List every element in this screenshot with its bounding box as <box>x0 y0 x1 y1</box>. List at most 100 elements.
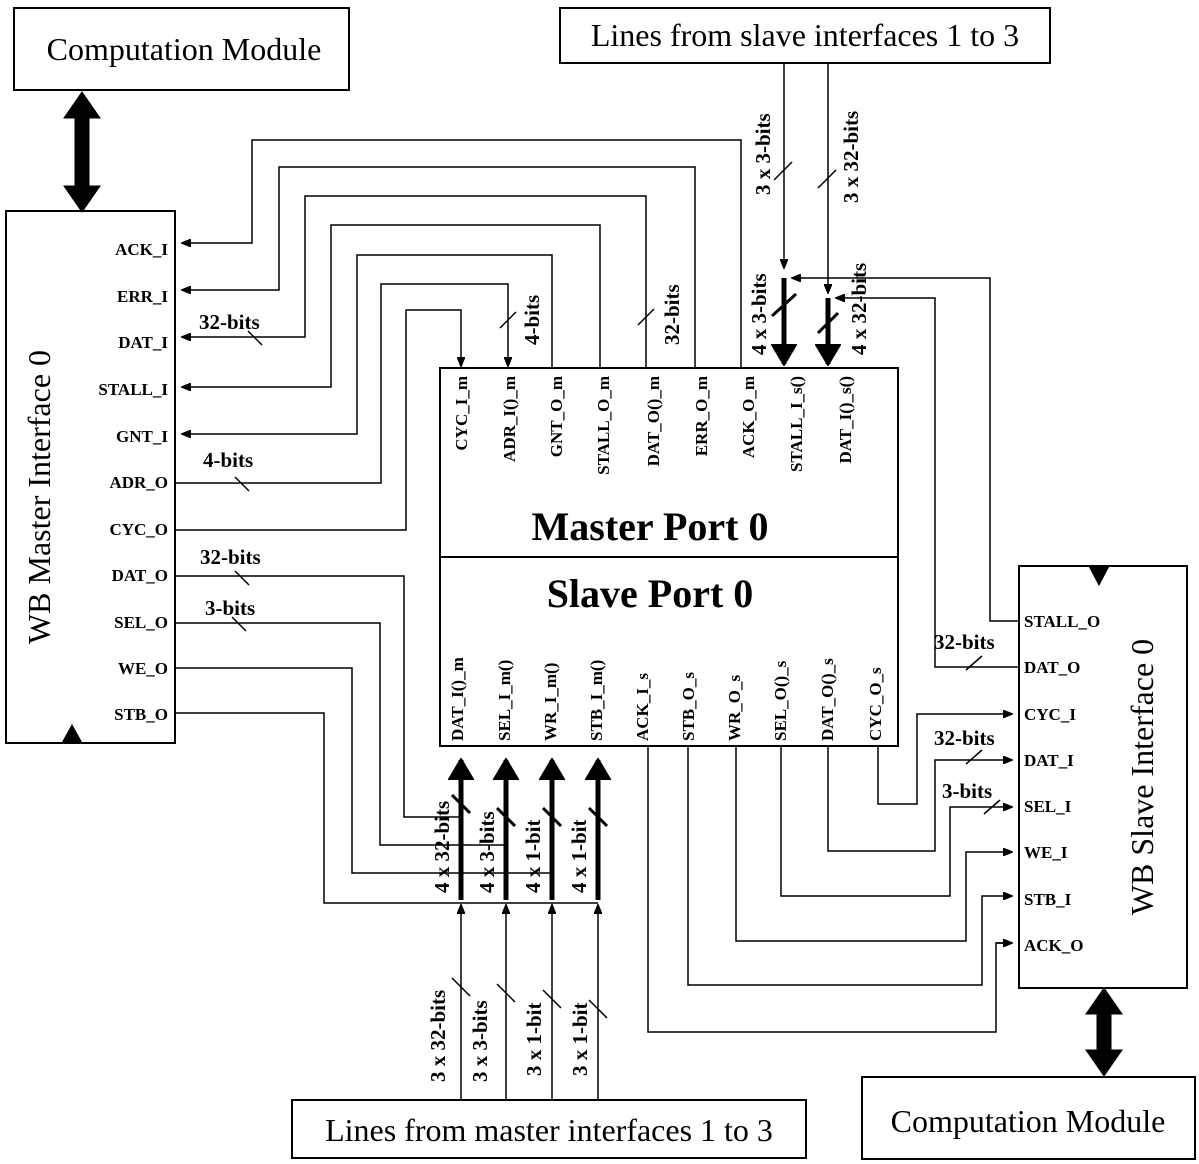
wire-ack <box>182 139 742 368</box>
signal-wr-i-m: WR_I_m() <box>541 663 560 741</box>
clock-triangle-icon <box>1088 565 1110 587</box>
slash-mark <box>587 806 609 828</box>
master-port-signals: CYC_I_m ADR_I()_m GNT_O_m STALL_O_m DAT_… <box>452 376 855 475</box>
bidirectional-arrow-icon <box>1085 987 1123 1077</box>
bits-s-top-3x3: 3 x 3-bits <box>751 113 775 195</box>
wire-gnt <box>182 254 553 434</box>
signal-dat-i: DAT_I <box>118 333 168 352</box>
bits-slave-dat-o: 32-bits <box>934 630 995 654</box>
slash-mark <box>770 292 798 318</box>
wire-we-o <box>175 667 552 874</box>
master-interface-signals: ACK_I ERR_I DAT_I STALL_I GNT_I ADR_O CY… <box>98 240 168 724</box>
bits-b-4x3: 4 x 3-bits <box>475 811 499 893</box>
signal-stb-i-m: STB_I_m() <box>587 660 606 741</box>
bits-b-4x1b: 4 x 1-bit <box>567 819 591 893</box>
wb-slave-interface-box: WB Slave Interface 0 <box>1018 565 1188 989</box>
port-box: Master Port 0 Slave Port 0 <box>439 367 899 747</box>
bits-b-4x32: 4 x 32-bits <box>430 801 454 893</box>
wb-master-interface-title: WB Master Interface 0 <box>21 350 57 644</box>
slash-mark <box>495 806 517 828</box>
bits-s-4x32: 4 x 32-bits <box>847 263 871 355</box>
bit-width-labels: 32-bits 4-bits 32-bits 3-bits 32-bits 32… <box>199 310 995 803</box>
wire-sel-o <box>175 622 506 846</box>
signal-gnt-o-m: GNT_O_m <box>547 376 566 457</box>
slash-mark <box>817 169 837 189</box>
wire-stb-i <box>687 746 1012 986</box>
slash-mark <box>541 806 563 828</box>
bits-slave-dat-i: 32-bits <box>934 726 995 750</box>
signal-cyc-o-s: CYC_O_s <box>866 667 885 741</box>
wb-slave-interface-title: WB Slave Interface 0 <box>1124 639 1160 915</box>
slash-mark <box>965 655 983 671</box>
bits-b-3x3: 3 x 3-bits <box>468 1000 492 1082</box>
bits-slave-sel-i: 3-bits <box>942 779 992 803</box>
slash-mark <box>637 308 655 326</box>
bits-b-3x1b: 3 x 1-bit <box>568 1002 592 1076</box>
wire-dat-o-slave <box>836 298 1019 668</box>
signal-cyc-i: CYC_I <box>1024 705 1076 724</box>
slash-mark <box>451 977 471 997</box>
slash-mark <box>234 570 250 586</box>
signal-ack-o: ACK_O <box>1024 936 1084 955</box>
signal-adr-i-m: ADR_I()_m <box>500 376 519 462</box>
slash-mark <box>496 983 516 1003</box>
signal-ack-i: ACK_I <box>115 240 168 259</box>
wire-stall-o <box>792 278 1019 622</box>
slave-lines-label: Lines from slave interfaces 1 to 3 <box>591 17 1019 53</box>
bits-sel-o: 3-bits <box>205 596 255 620</box>
wires-to-slave-port <box>175 575 598 904</box>
signal-stb-o-s: STB_O_s <box>679 672 698 741</box>
signal-gnt-i: GNT_I <box>116 427 168 446</box>
wires-slave-outputs <box>792 278 1019 668</box>
wire-stall <box>182 224 601 387</box>
wires-from-master-lines <box>461 905 598 1100</box>
slash-mark <box>247 330 263 346</box>
signal-dat-o-s: DAT_O()_s <box>818 658 837 741</box>
signal-ack-i-s: ACK_I_s <box>633 673 652 741</box>
signal-we-i: WE_I <box>1024 843 1068 862</box>
computation-module-top-box: Computation Module <box>13 7 350 91</box>
computation-module-bottom-label: Computation Module <box>891 1103 1166 1139</box>
slash-mark <box>450 793 472 815</box>
signal-dat-o: DAT_O <box>112 566 168 585</box>
bits-s-4x3: 4 x 3-bits <box>747 273 771 355</box>
signal-wr-o-s: WR_O_s <box>725 675 744 742</box>
signal-sel-i-m: SEL_I_m() <box>495 660 514 741</box>
bits-b-4x1a: 4 x 1-bit <box>521 819 545 893</box>
computation-module-bottom-box: Computation Module <box>861 1076 1196 1160</box>
signal-err-i: ERR_I <box>117 287 168 306</box>
wire-dat-i-slave <box>827 746 1012 852</box>
wire-sel-i <box>780 746 1012 897</box>
bits-s-top-3x32: 3 x 32-bits <box>839 111 863 203</box>
master-lines-label: Lines from master interfaces 1 to 3 <box>325 1112 773 1148</box>
bits-adr-o: 4-bits <box>203 448 253 472</box>
wire-dat-o <box>175 575 461 818</box>
slash-mark <box>231 616 247 632</box>
signal-stall-i: STALL_I <box>98 380 168 399</box>
slave-port-title: Slave Port 0 <box>547 571 754 616</box>
signal-cyc-o: CYC_O <box>109 520 168 539</box>
signal-cyc-i-m: CYC_I_m <box>452 376 471 451</box>
signal-stb-o: STB_O <box>114 705 168 724</box>
signal-dat-i-s: DAT_I()_s() <box>836 376 855 464</box>
wire-cyc <box>175 309 461 531</box>
bus-arrows-slave-port <box>461 760 598 900</box>
wire-dat-i <box>182 195 647 368</box>
signal-err-o-m: ERR_O_m <box>692 376 711 456</box>
signal-stb-i: STB_I <box>1024 890 1072 909</box>
slash-mark <box>588 999 608 1019</box>
slash-mark <box>983 799 1001 815</box>
wb-master-interface-box: WB Master Interface 0 <box>5 210 176 744</box>
bits-dat-i: 32-bits <box>199 310 260 334</box>
signal-dat-i-slave: DAT_I <box>1024 751 1074 770</box>
signal-we-o: WE_O <box>118 659 168 678</box>
computation-module-top-label: Computation Module <box>47 31 322 67</box>
wire-err <box>182 166 696 368</box>
signal-dat-i-m: DAT_I()_m <box>448 657 467 741</box>
bidirectional-arrow-icon <box>63 91 101 213</box>
bits-b-3x32: 3 x 32-bits <box>426 990 450 1082</box>
wires-master-outputs <box>175 283 508 531</box>
bits-b-3x1a: 3 x 1-bit <box>522 1002 546 1076</box>
slash-mark <box>499 311 517 329</box>
